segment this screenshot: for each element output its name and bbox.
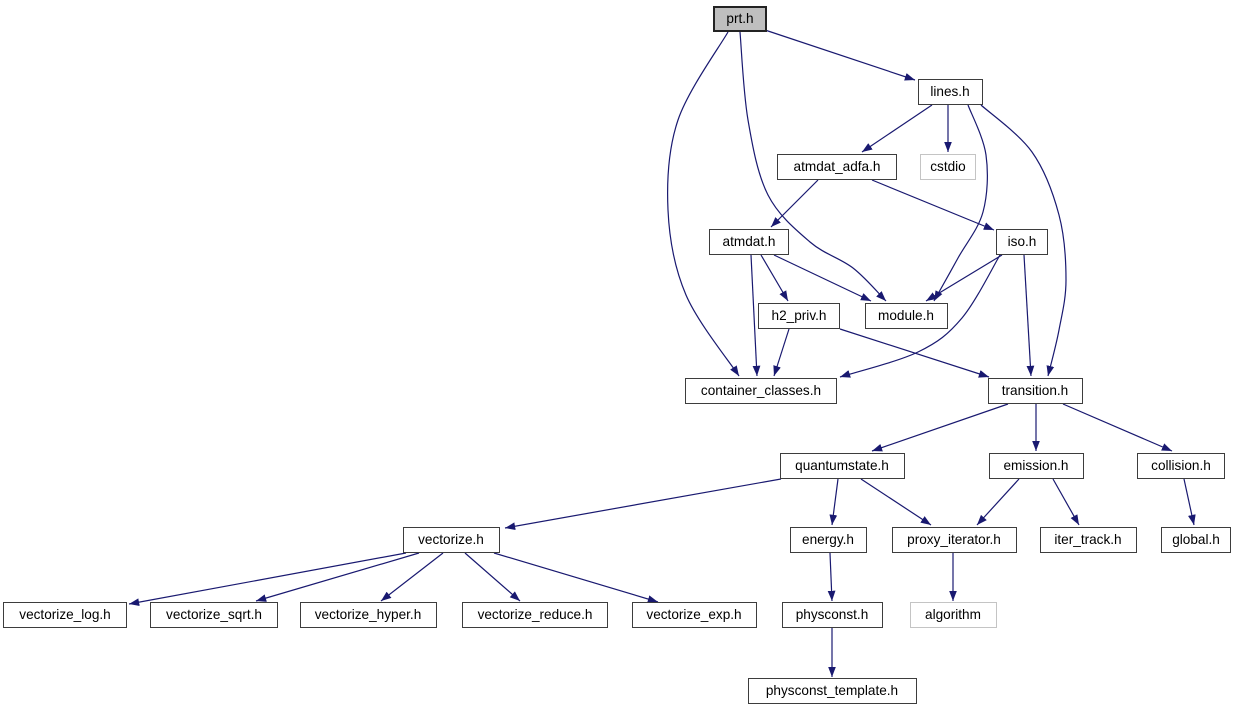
edge-h2-priv-h-to-transition-h (839, 328, 990, 378)
node-atmdat-h[interactable]: atmdat.h (709, 229, 789, 255)
node-vectorize-exp-h[interactable]: vectorize_exp.h (631, 602, 757, 628)
node-vectorize-reduce-h[interactable]: vectorize_reduce.h (462, 602, 608, 628)
node-vectorize-h[interactable]: vectorize.h (402, 527, 500, 553)
edge-atmdat-adfa-h-to-atmdat-h (770, 179, 819, 228)
node-cstdio: cstdio (920, 154, 976, 180)
edge-prt-h-to-module-h (739, 31, 887, 302)
node-module-h[interactable]: module.h (864, 303, 948, 329)
node-global-h[interactable]: global.h (1161, 527, 1231, 553)
node-iso-h[interactable]: iso.h (996, 229, 1048, 255)
edge-vectorize-h-to-vectorize-hyper-h (380, 552, 444, 602)
node-proxy-iterator-h[interactable]: proxy_iterator.h (891, 527, 1017, 553)
edge-energy-h-to-physconst-h (827, 552, 836, 602)
node-energy-h[interactable]: energy.h (789, 527, 867, 553)
edge-atmdat-h-to-container-classes-h (750, 254, 761, 377)
edge-emission-h-to-iter-track-h (1052, 478, 1080, 526)
node-vectorize-sqrt-h[interactable]: vectorize_sqrt.h (150, 602, 278, 628)
edge-lines-h-to-module-h (933, 104, 988, 302)
node-iter-track-h[interactable]: iter_track.h (1039, 527, 1137, 553)
node-lines-h[interactable]: lines.h (917, 79, 983, 105)
edge-emission-h-to-proxy-iterator-h (976, 478, 1020, 526)
edge-transition-h-to-collision-h (1062, 403, 1173, 452)
edge-vectorize-h-to-vectorize-log-h (128, 552, 407, 606)
edge-prt-h-to-lines-h (764, 29, 916, 81)
node-algorithm: algorithm (909, 602, 997, 628)
node-vectorize-log-h[interactable]: vectorize_log.h (3, 602, 127, 628)
edge-lines-h-to-atmdat-adfa-h (861, 104, 933, 153)
edge-iso-h-to-container-classes-h (839, 254, 1001, 378)
node-quantumstate-h[interactable]: quantumstate.h (779, 453, 905, 479)
node-emission-h[interactable]: emission.h (988, 453, 1084, 479)
edge-collision-h-to-global-h (1183, 478, 1196, 526)
edge-transition-h-to-quantumstate-h (871, 403, 1009, 452)
node-physconst-template-h[interactable]: physconst_template.h (747, 678, 917, 704)
node-physconst-h[interactable]: physconst.h (781, 602, 883, 628)
edge-quantumstate-h-to-energy-h (829, 478, 839, 526)
edge-vectorize-h-to-vectorize-sqrt-h (255, 552, 420, 602)
edge-vectorize-h-to-vectorize-exp-h (493, 552, 659, 603)
node-vectorize-hyper-h[interactable]: vectorize_hyper.h (299, 602, 437, 628)
edge-iso-h-to-transition-h (1023, 254, 1035, 377)
node-h2-priv-h[interactable]: h2_priv.h (758, 303, 840, 329)
edge-iso-h-to-module-h (925, 254, 1003, 302)
edge-atmdat-h-to-h2-priv-h (760, 254, 789, 302)
node-container-classes-h[interactable]: container_classes.h (685, 378, 837, 404)
node-atmdat-adfa-h[interactable]: atmdat_adfa.h (777, 154, 897, 180)
edge-quantumstate-h-to-proxy-iterator-h (860, 478, 932, 526)
edge-h2-priv-h-to-container-classes-h (773, 328, 790, 377)
edge-atmdat-h-to-module-h (773, 254, 872, 302)
edge-prt-h-to-container-classes-h (666, 31, 740, 377)
edge-lines-h-to-transition-h (980, 104, 1067, 377)
edge-vectorize-h-to-vectorize-reduce-h (464, 552, 521, 602)
node-transition-h[interactable]: transition.h (987, 378, 1083, 404)
node-collision-h[interactable]: collision.h (1137, 453, 1225, 479)
edge-atmdat-adfa-h-to-iso-h (871, 179, 995, 231)
node-prt-h: prt.h (713, 6, 767, 32)
edge-quantumstate-h-to-vectorize-h (504, 478, 782, 531)
edges (128, 29, 1196, 678)
